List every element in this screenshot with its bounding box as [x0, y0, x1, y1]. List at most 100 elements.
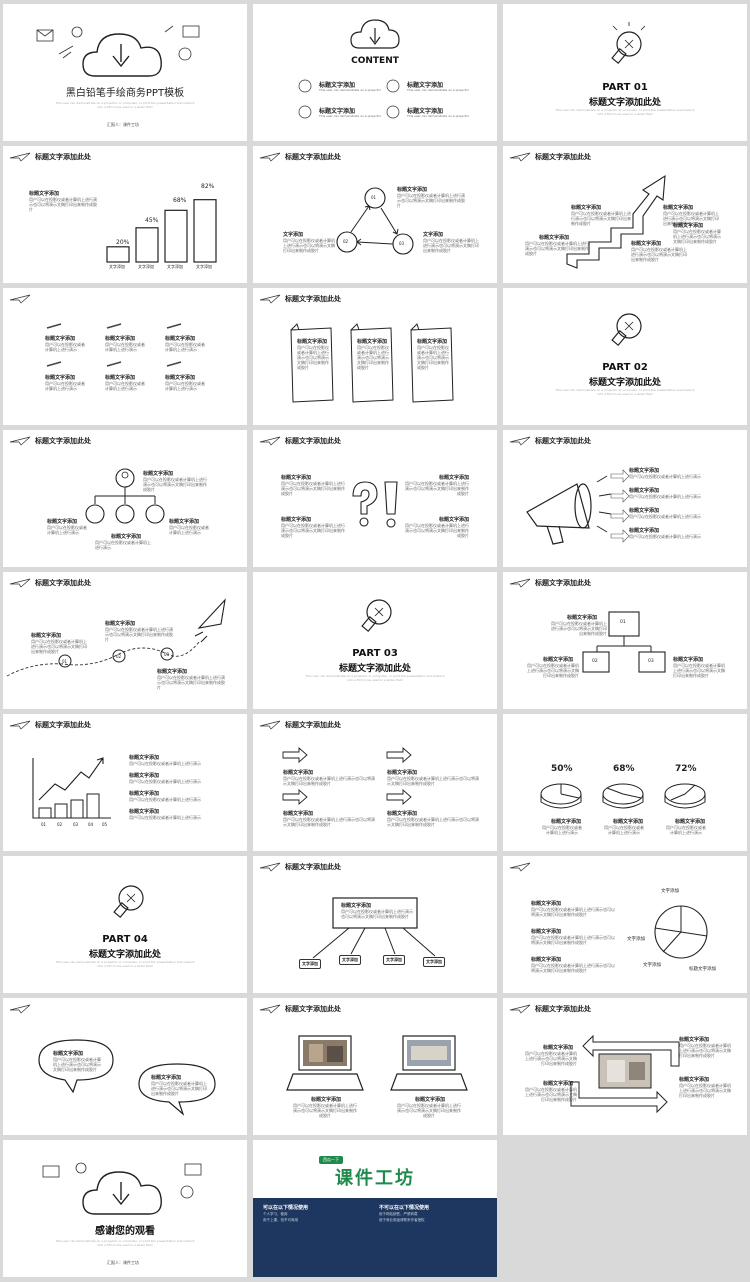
paper-plane-icon	[509, 436, 531, 446]
slide-laptops[interactable]: 标题文字添加此处 标题文字添加 用户可以在投影仪或者计算机上进行演示也可以将演示…	[253, 998, 497, 1135]
bar-label-1: 文字添加	[109, 264, 125, 269]
slide-megaphone[interactable]: 标题文字添加此处 标题文字添加 用户可以在投影仪或者计算机上进行演示 标题文字添…	[503, 430, 747, 567]
mega-body-4: 用户可以在投影仪或者计算机上进行演示	[629, 534, 701, 539]
slide-header: 标题文字添加此处	[509, 578, 591, 588]
bar-chart	[106, 199, 217, 263]
paper-plane-icon	[9, 578, 31, 588]
slide-three-papers[interactable]: 标题文字添加此处 标题文字添加 用户可以在投影仪或者计算机上进行演示也可以将演示…	[253, 288, 497, 425]
growth-axis-1: 01	[41, 822, 47, 827]
bar-pct-1: 20%	[116, 239, 130, 246]
speech-bubble-doodles	[38, 1039, 216, 1116]
slide-header: 标题文字添加此处	[259, 294, 341, 304]
bubble-heading-1: 标题文字添加	[53, 1051, 84, 1057]
cycle-body-right: 用户可以在投影仪或者计算机上进行演示也可以将演示文稿打印出来制作成胶片	[423, 238, 479, 253]
slide-thanks[interactable]: 感谢您的观看 This user can demonstrate on a pr…	[3, 1140, 247, 1277]
part-label: PART 02	[602, 362, 648, 373]
slide-arrow-loop[interactable]: 标题文字添加此处 标题文字添加 用户可以在投影仪或者计算机上进行演示也可以将演示…	[503, 998, 747, 1135]
bigpie-label-1: 文字添加	[661, 889, 679, 894]
slide-growth-chart[interactable]: 标题文字添加此处 01 02 03 04 05 标题文字添加 用户可以在投影仪或…	[3, 714, 247, 851]
bar-pct-2: 45%	[145, 217, 159, 224]
q-body-3: 用户可以在投影仪或者计算机上进行演示也可以将演示文稿打印出来制作成胶片	[281, 523, 345, 538]
mega-body-2: 用户可以在投影仪或者计算机上进行演示	[629, 494, 701, 499]
slide-six-items[interactable]: 标题文字添加 用户可以在投影仪或者计算机上进行演示 标题文字添加 用户可以在投影…	[3, 288, 247, 425]
stair-heading-1: 标题文字添加	[663, 205, 694, 211]
laptop-heading-1: 标题文字添加	[311, 1097, 342, 1103]
cycle-num-1: 01	[371, 195, 377, 200]
slide-box-tree[interactable]: 标题文字添加此处 标题文字添加 用户可以在投影仪或者计算机上进行演示也可以将演示…	[253, 856, 497, 993]
arrow-heading-2: 标题文字添加	[387, 770, 418, 776]
pie-heading-3: 标题文字添加	[675, 819, 706, 825]
slide-header	[9, 294, 31, 304]
slide-tree-boxes[interactable]: 标题文字添加此处 01 02 03 标题文字添加 用户可以在投影仪或者计算机上进…	[503, 572, 747, 709]
slide-arrows-list[interactable]: 标题文字添加此处 标题文字添加 用户可以在投影仪或者计算机上进行演示也可以将演示…	[253, 714, 497, 851]
pie-pct-1: 50%	[551, 764, 573, 774]
slide-part-01[interactable]: PART 01 标题文字添加此处 This user can demonstra…	[503, 4, 747, 141]
org-body-left: 用户可以在投影仪或者计算机上进行演示	[47, 525, 87, 535]
slide-part-03[interactable]: PART 03 标题文字添加此处 This user can demonstra…	[253, 572, 497, 709]
cover-reporter: 汇报人：课件工坊	[107, 122, 139, 127]
paper-plane-icon	[259, 294, 281, 304]
slide-rocket-road[interactable]: 标题文字添加此处 01 02 03 标题文字添加 用户可以在投影仪或者计算机上进…	[3, 572, 247, 709]
bar-3	[164, 209, 188, 263]
bigpie-heading-1: 标题文字添加	[531, 901, 562, 907]
slide-part-02[interactable]: PART 02 标题文字添加此处 This user can demonstra…	[503, 288, 747, 425]
brand-small: 西瓜一下	[319, 1156, 343, 1164]
bigpie-heading-2: 标题文字添加	[531, 929, 562, 935]
slide-big-pie[interactable]: 标题文字添加 用户可以在投影仪或者计算机上进行演示也可以将演示文稿打印出来制作成…	[503, 856, 747, 993]
paper-plane-icon	[259, 1004, 281, 1014]
growth-heading-3: 标题文字添加	[129, 791, 160, 797]
slide-content[interactable]: CONTENT 标题文字添加 This user can demonstrate…	[253, 4, 497, 141]
pie-pct-3: 72%	[675, 764, 697, 774]
thanks-reporter: 汇报人：课件工坊	[107, 1260, 139, 1265]
tree-num-1: 01	[620, 620, 626, 625]
content-title: CONTENT	[351, 56, 399, 66]
header-title: 标题文字添加此处	[285, 295, 341, 303]
org-people-diagram	[85, 468, 165, 524]
slide-org-people[interactable]: 标题文字添加此处 标题文字添加 用户可以在投影仪或者计算机上进行演示也可以将演示…	[3, 430, 247, 567]
road-heading-1: 标题文字添加	[31, 633, 62, 639]
paper-plane-icon	[9, 1004, 31, 1014]
pie-pct-2: 68%	[613, 764, 635, 774]
road-body-3: 用户可以在投影仪或者计算机上进行演示也可以将演示文稿打印出来制作成胶片	[157, 675, 225, 690]
mega-heading-1: 标题文字添加	[629, 468, 660, 474]
arrow-heading-3: 标题文字添加	[283, 811, 314, 817]
lightbulb-icon	[611, 22, 646, 65]
header-title: 标题文字添加此处	[35, 437, 91, 445]
content-item-2: 标题文字添加	[407, 82, 444, 89]
slide-cycle[interactable]: 标题文字添加此处 01 02 03 标题文字添加 用户可以在投影仪或者计算机上进…	[253, 146, 497, 283]
growth-heading-1: 标题文字添加	[129, 755, 160, 761]
tree-heading-right: 标题文字添加	[673, 657, 704, 663]
slide-cover[interactable]: 黑白铅笔手绘商务PPT模板 This user can demonstrate …	[3, 4, 247, 141]
cloud-download-doodle	[298, 19, 400, 119]
paper-heading-2: 标题文字添加	[357, 339, 388, 345]
slide-part-04[interactable]: PART 04 标题文字添加此处 This user can demonstra…	[3, 856, 247, 993]
cycle-diagram	[336, 187, 414, 255]
cycle-body: 用户可以在投影仪或者计算机上进行演示也可以将演示文稿打印出来制作成胶片	[397, 193, 465, 208]
header-title: 标题文字添加此处	[285, 721, 341, 729]
bubble-heading-2: 标题文字添加	[151, 1075, 182, 1081]
loop-body-2: 用户可以在投影仪或者计算机上进行演示也可以将演示文稿打印出来制作成胶片	[679, 1043, 731, 1058]
growth-chart-doodle	[32, 757, 111, 819]
header-title: 标题文字添加此处	[35, 153, 91, 161]
header-title: 标题文字添加此处	[35, 721, 91, 729]
cycle-body-left: 用户可以在投影仪或者计算机上进行演示也可以将演示文稿打印出来制作成胶片	[283, 238, 335, 253]
cover-desc: This user can demonstrate on a projector…	[55, 101, 195, 109]
loop-body-1: 用户可以在投影仪或者计算机上进行演示也可以将演示文稿打印出来制作成胶片	[525, 1051, 577, 1066]
q-body-1: 用户可以在投影仪或者计算机上进行演示也可以将演示文稿打印出来制作成胶片	[281, 481, 345, 496]
slide-question[interactable]: 标题文字添加此处 标题文字添加 用户可以在投影仪或者计算机上进行演示也可以将演示…	[253, 430, 497, 567]
slide-speech-bubbles[interactable]: 标题文字添加 用户可以在投影仪或者计算机上进行演示也可以将演示文稿打印出来制作成…	[3, 998, 247, 1135]
road-body-2: 用户可以在投影仪或者计算机上进行演示也可以将演示文稿打印出来制作成胶片	[105, 627, 173, 642]
org-heading-mid: 标题文字添加	[111, 534, 142, 540]
slide-header: 标题文字添加此处	[259, 436, 341, 446]
pie-heading-2: 标题文字添加	[613, 819, 644, 825]
slide-bar-chart[interactable]: 标题文字添加此处 标题文字添加 用户可以在投影仪或者计算机上进行演示也可以将演示…	[3, 146, 247, 283]
cycle-label-right: 文字添加	[423, 232, 444, 238]
slide-pies[interactable]: 50% 68% 72% 标题文字添加 用户可以在投影仪或者计算机上进行演示 标题…	[503, 714, 747, 851]
pie-body-2: 用户可以在投影仪或者计算机上进行演示	[604, 825, 644, 835]
bigpie-body-2: 用户可以在投影仪或者计算机上进行演示也可以将演示文稿打印出来制作成胶片	[531, 935, 615, 945]
growth-axis-4: 04	[88, 822, 94, 827]
slide-stair-arrow[interactable]: 标题文字添加此处 标题文字添加 用户可以在投影仪或者计算机上进行演示也可以将演示…	[503, 146, 747, 283]
header-title: 标题文字添加此处	[535, 579, 591, 587]
item-heading-6: 标题文字添加	[165, 375, 196, 381]
slide-brand[interactable]: 西瓜一下 课件工坊 可以在以下情况使用 个人学习、使用 用于上课，但不可商用 不…	[253, 1140, 497, 1277]
